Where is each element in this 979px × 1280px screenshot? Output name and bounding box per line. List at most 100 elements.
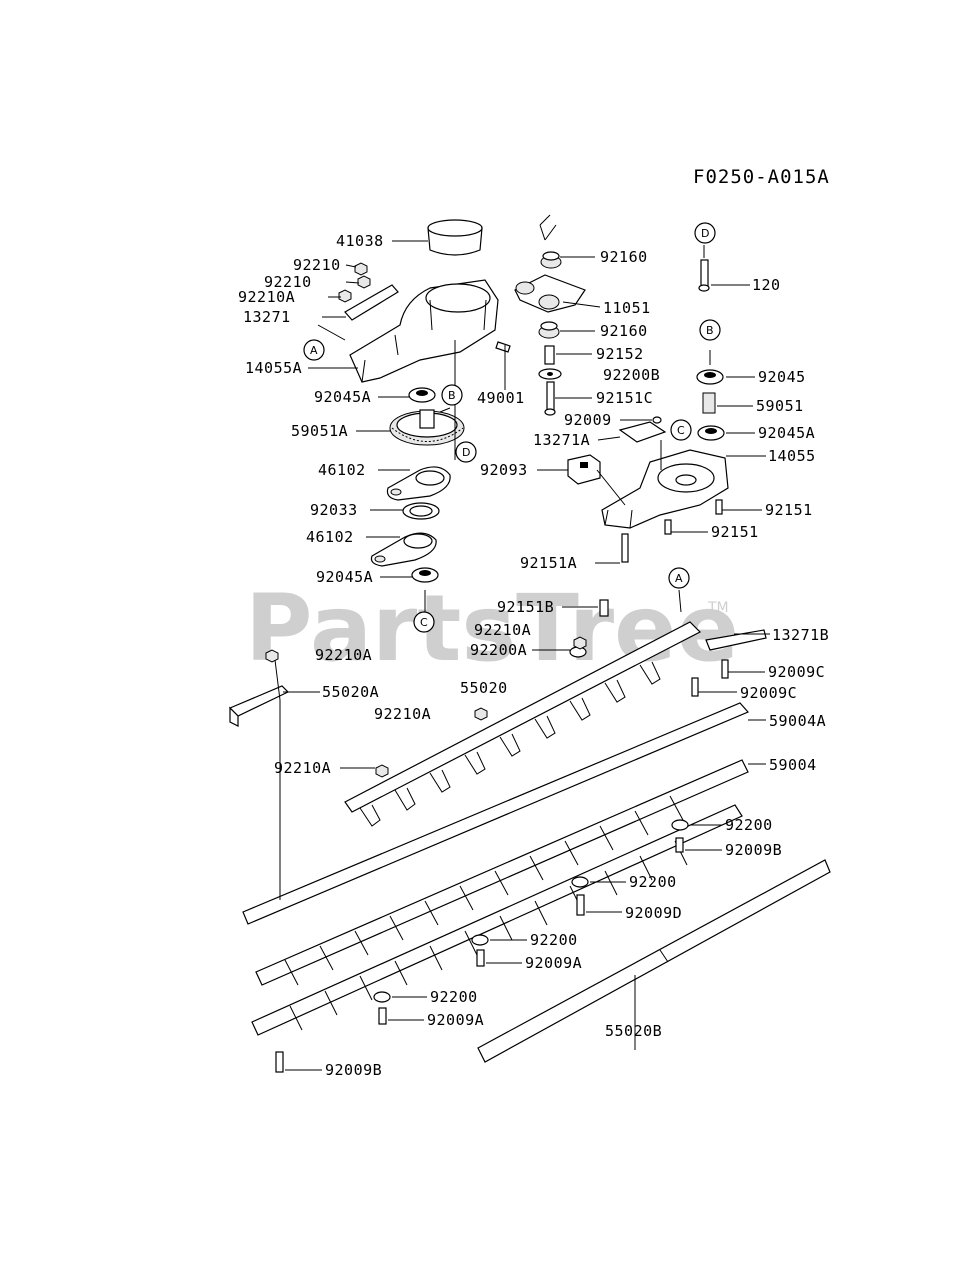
label-55020: 55020 [460,679,508,697]
svg-text:A: A [675,572,683,585]
label-120: 120 [752,276,781,294]
bolt-120 [698,259,710,292]
watermark-text: PartsTree [245,575,739,682]
nut-92210-a [354,262,368,276]
washer-92200-3 [471,934,489,946]
cover-55020B [477,859,831,1063]
housing-14055A-edges [361,299,487,383]
label-55020A: 55020A [322,683,379,701]
label-46102-1: 46102 [318,461,366,479]
label-49001: 49001 [477,389,525,407]
label-92045A-2: 92045A [316,568,373,586]
gear-housing-upper [338,219,511,383]
label-92151B: 92151B [497,598,554,616]
pin-92152 [544,345,555,365]
callout-D-left: D [455,441,477,463]
label-92009B-1: 92009B [725,841,782,859]
spacer-92160-bottom [538,321,560,339]
nut-92210A-b [474,707,488,721]
label-92033: 92033 [310,501,358,519]
label-92200A: 92200A [470,641,527,659]
svg-text:B: B [448,389,456,402]
washer-92200-1 [671,819,689,831]
part-labels: 41038 92210 92210 92210A 13271 14055A 49… [238,232,829,1079]
callout-A-top: A [303,339,325,361]
callout-A-bottom: A [668,567,690,589]
label-59004: 59004 [769,756,817,774]
label-92151-1: 92151 [765,501,813,519]
label-92009: 92009 [564,411,612,429]
callout-B-left: B [441,384,463,406]
label-92210A-2: 92210A [474,621,531,639]
arm-46102-upper [386,466,451,501]
diagram-code: F0250-A015A [693,166,830,188]
label-92045A-3: 92045A [758,424,815,442]
washer-92200-4 [373,991,391,1003]
blade-59004 [255,759,749,986]
blade-upper-55020 [344,621,702,827]
screw-92009B-2 [275,1051,284,1073]
svg-text:A: A [310,344,318,357]
label-92210A-3: 92210A [315,646,372,664]
label-92152: 92152 [596,345,644,363]
label-55020B: 55020B [605,1022,662,1040]
label-92151A: 92151A [520,554,577,572]
label-59004A: 59004A [769,712,826,730]
label-92009B-2: 92009B [325,1061,382,1079]
label-14055A: 14055A [245,359,302,377]
label-92160-1: 92160 [600,248,648,266]
spacer-92160-top [540,251,562,269]
label-92160-2: 92160 [600,322,648,340]
svg-text:C: C [420,616,428,629]
svg-text:C: C [677,424,685,437]
label-92200-3: 92200 [530,931,578,949]
label-13271A: 13271A [533,431,590,449]
label-11051: 11051 [603,299,651,317]
label-41038: 41038 [336,232,384,250]
screw-92009-top [652,416,662,424]
label-92093: 92093 [480,461,528,479]
watermark-trademark: TM [707,600,729,616]
label-13271: 13271 [243,308,291,326]
plate-13271-shape [344,284,399,321]
nut-92210-b [357,275,371,289]
block-92093 [567,454,601,485]
label-92210-b: 92210 [264,273,312,291]
label-59051: 59051 [756,397,804,415]
label-92151-2: 92151 [711,523,759,541]
plate-13271A [618,421,667,443]
bar-13271B [705,629,767,651]
blade-lower [251,804,743,1036]
label-14055: 14055 [768,447,816,465]
label-92045: 92045 [758,368,806,386]
label-92200B: 92200B [603,366,660,384]
bolt-92151-right [664,499,723,535]
housing-14055 [601,449,729,529]
screw-49001 [495,341,511,353]
label-92045A-1: 92045A [314,388,371,406]
label-59051A: 59051A [291,422,348,440]
callout-C-left: C [413,611,435,633]
screw-92009C-b [691,677,699,697]
label-92009C-1: 92009C [768,663,825,681]
housing-14055A-bore [425,283,491,313]
screw-92009C-a [721,659,729,679]
label-92009C-2: 92009C [740,684,797,702]
bearing-92045A-right [697,425,725,441]
bearing-92045A-upper [408,387,436,403]
label-92210A-4: 92210A [374,705,431,723]
screw-92009A-2 [378,1007,387,1025]
washer-92200B [538,368,562,380]
callout-D-right: D [694,222,716,244]
plate-59004A [242,702,750,925]
nut-92210A-d [573,636,587,650]
ring-92033 [402,502,440,520]
bearing-92045A-lower [411,567,439,583]
label-92009A-1: 92009A [525,954,582,972]
washer-92200-2 [571,876,589,888]
label-92200-2: 92200 [629,873,677,891]
nut-92210A-c [375,764,389,778]
screw-92009A-1 [476,949,485,967]
watermark: PartsTree TM [245,575,739,682]
svg-text:D: D [462,446,470,459]
